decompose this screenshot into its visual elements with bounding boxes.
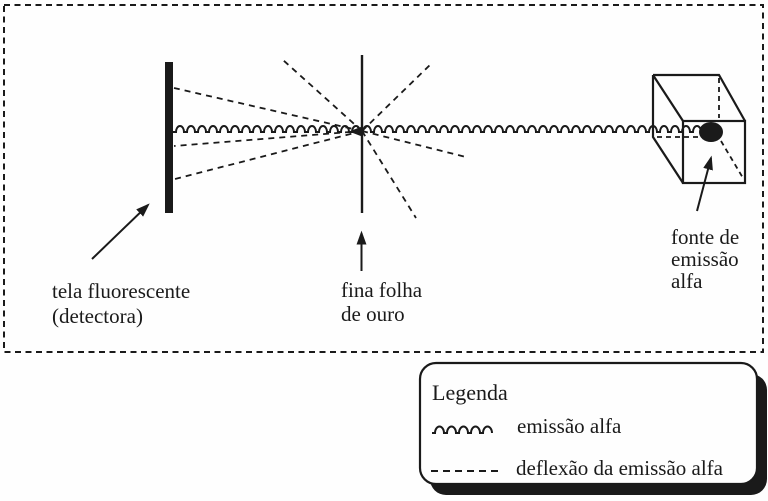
source-box (651, 73, 747, 185)
dashed-frame-border (3, 4, 764, 353)
source-box-hidden-edges (657, 78, 744, 179)
legend-box (418, 361, 767, 495)
screen-label: tela fluorescente (detectora) (52, 279, 190, 329)
source-label-line: fonte de (671, 225, 740, 249)
source-label-line: alfa (671, 269, 703, 293)
deflection-ray (173, 87, 363, 132)
deflection-ray (361, 130, 467, 158)
deflection-ray (282, 59, 363, 132)
screen-label-arrow (91, 203, 150, 260)
legend-wavy-sample (432, 425, 493, 434)
deflection-rays (173, 59, 467, 219)
legend-item-label: deflexão da emissão alfa (516, 456, 723, 480)
alpha-source-dot (699, 122, 723, 142)
foil-label-line: fina folha (341, 278, 423, 302)
legend-title: Legenda (432, 380, 508, 405)
source-label-line: emissão (671, 247, 739, 271)
alpha-emission-wavy (173, 125, 702, 133)
deflection-ray (361, 130, 417, 219)
foil-label: fina folha de ouro (341, 278, 422, 326)
legend-box-frame (418, 361, 759, 486)
source-label-arrow (696, 155, 713, 212)
deflection-ray (173, 130, 363, 147)
source-label: fonte de emissão alfa (671, 226, 739, 292)
deflection-ray (361, 61, 434, 132)
foil-label-line: de ouro (341, 302, 405, 326)
beam-arrowhead-icon (349, 126, 362, 137)
source-box-outer-edges (651, 73, 746, 184)
screen-label-line: (detectora) (52, 304, 143, 328)
legend-item-label: emissão alfa (517, 414, 622, 438)
fluorescent-screen-bar (165, 62, 173, 213)
source-box-front-face (681, 119, 747, 185)
screen-label-line: tela fluorescente (52, 279, 191, 303)
